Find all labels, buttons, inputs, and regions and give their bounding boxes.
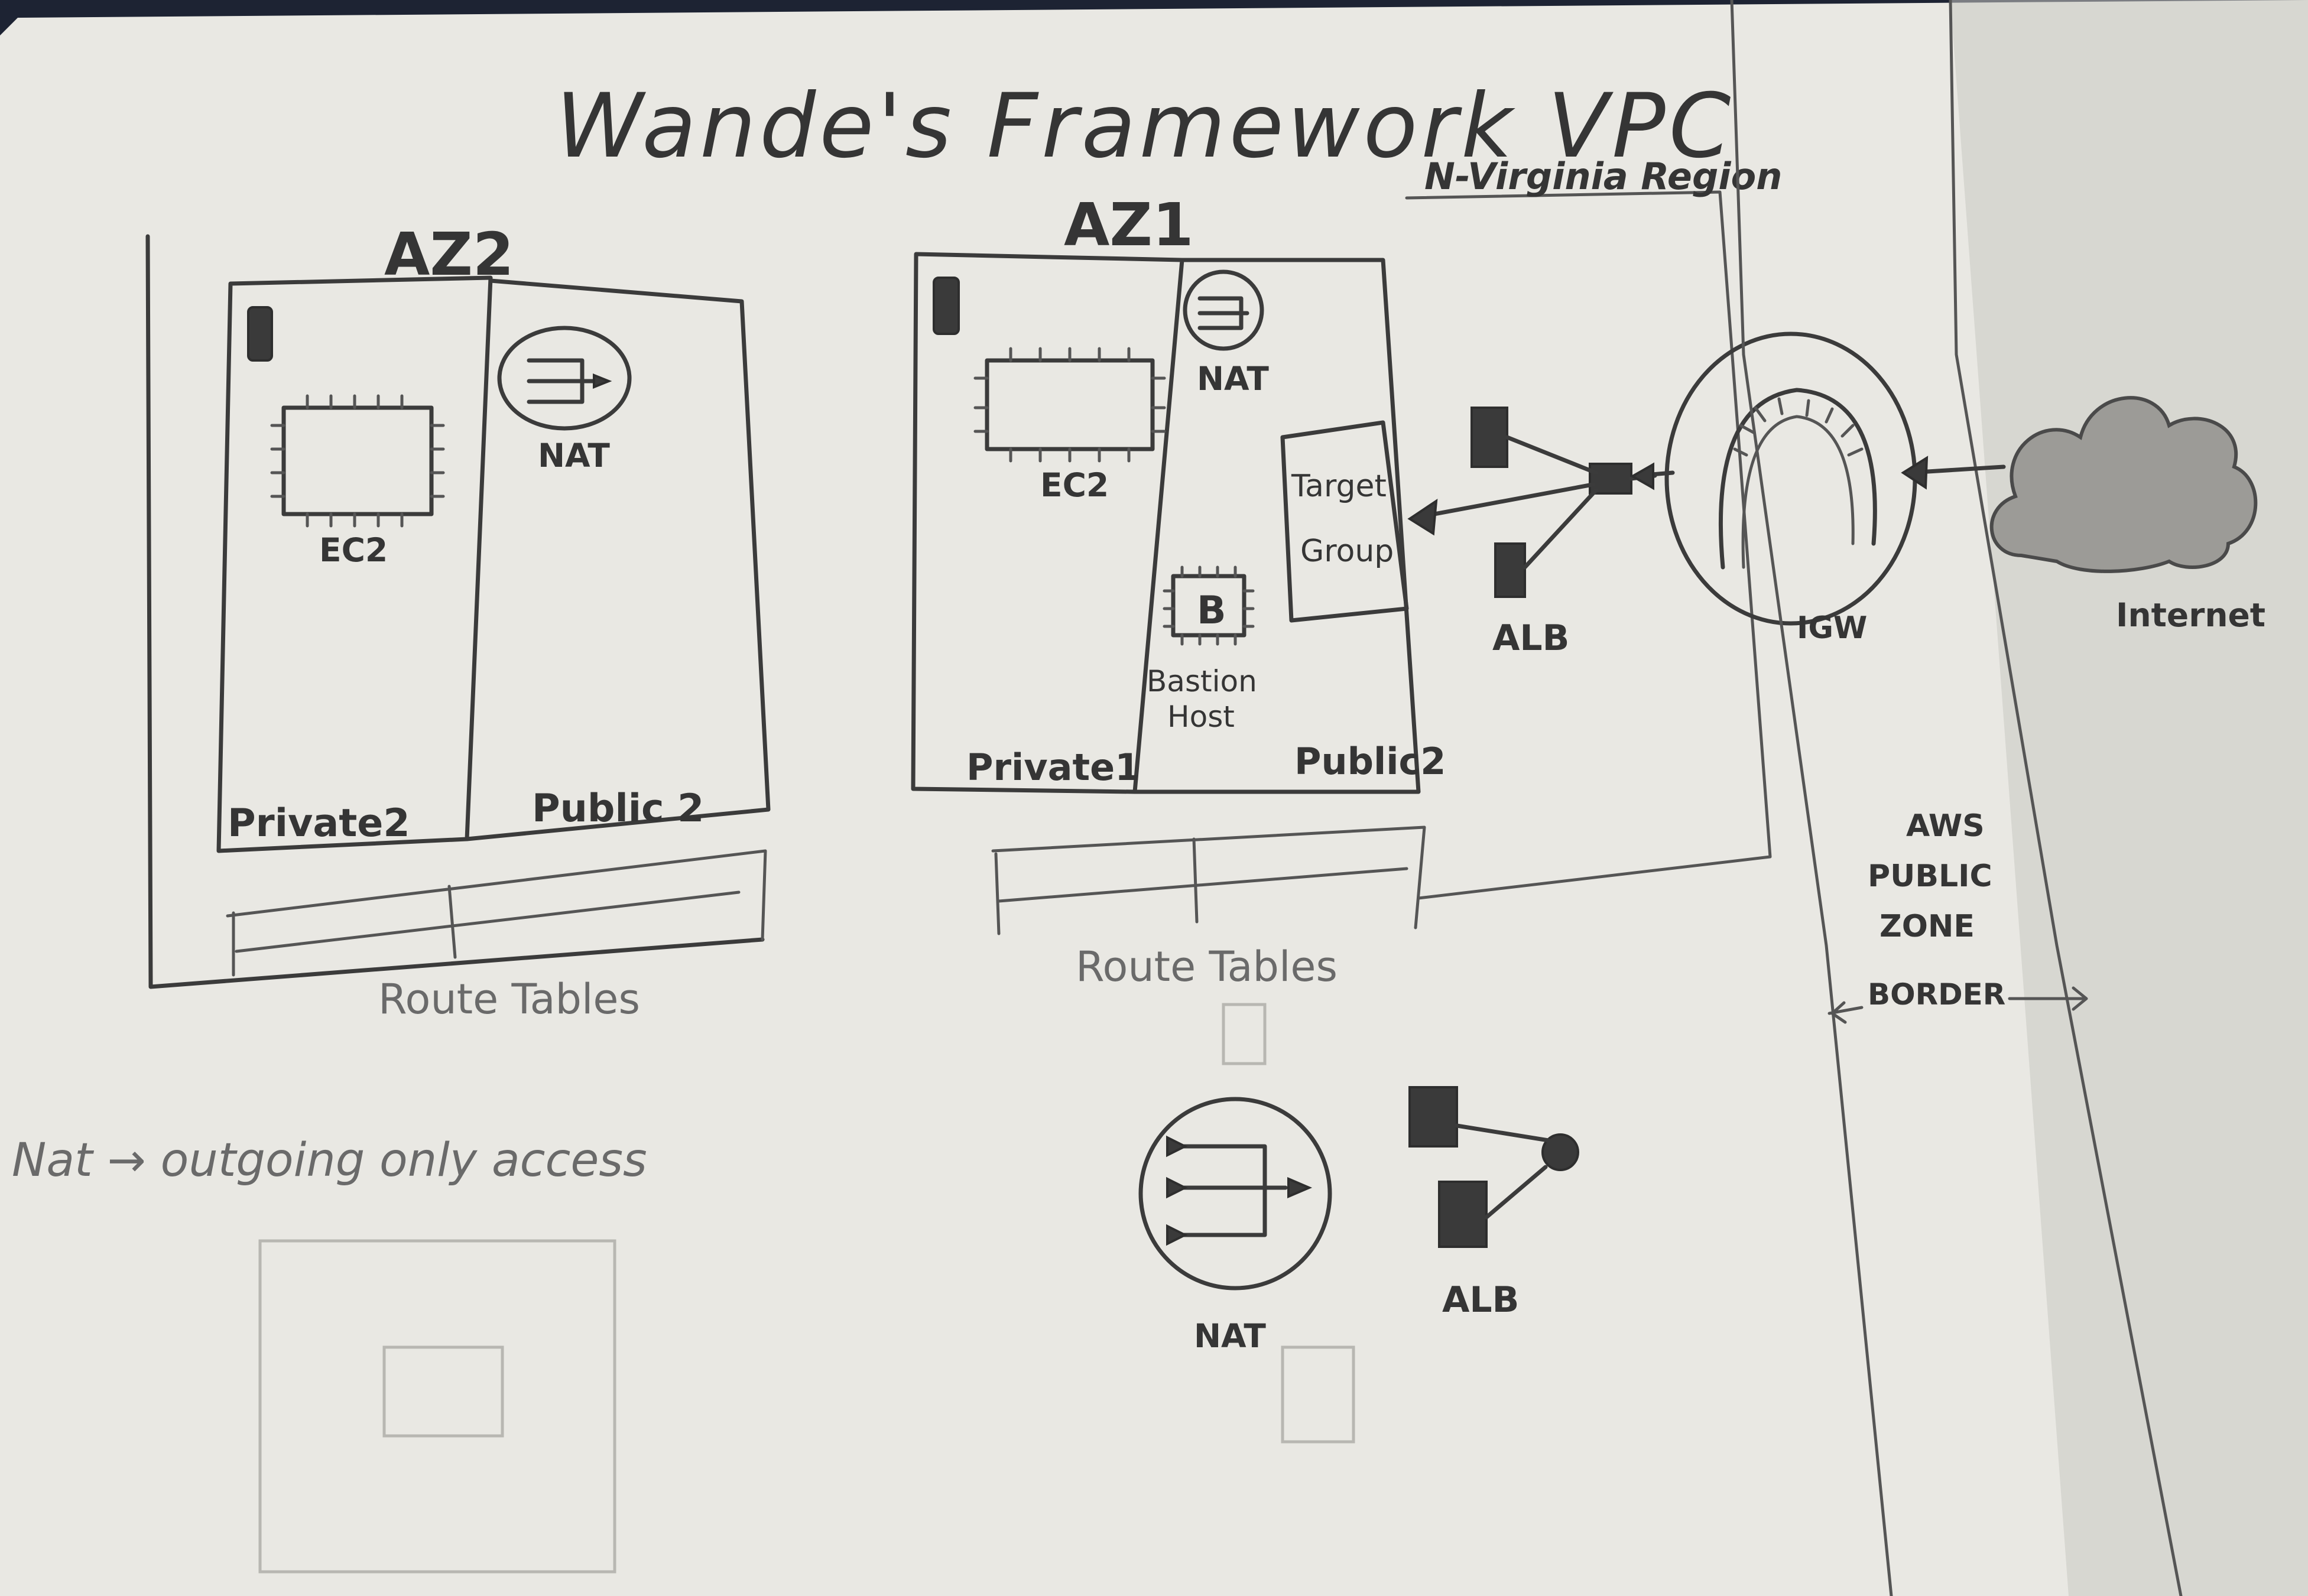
- target-group-box: [1280, 420, 1409, 623]
- bastion-label-line2: Host: [1167, 700, 1235, 734]
- internet-cloud-icon: [1989, 396, 2258, 573]
- region-boundary: [1405, 190, 1772, 900]
- alb-node: ALB: [1471, 407, 1657, 659]
- public-zone-left-boundary: [1730, 0, 1893, 1596]
- ghost-box-2: [382, 1345, 504, 1438]
- az2-route-tables-label: Route Tables: [378, 975, 640, 1023]
- legend-alb-label: ALB: [1442, 1279, 1519, 1321]
- alb-arrow-head-icon: [1629, 462, 1654, 490]
- az2-route-tables: [226, 849, 767, 977]
- ghost-box-3: [1281, 1345, 1355, 1444]
- az1-block: N-Virginia Region AZ1 EC2 NAT B Bastion …: [911, 155, 1782, 991]
- target-group-label-line1: Target: [1291, 469, 1387, 504]
- border-arrow-right: [2008, 986, 2088, 1011]
- ghost-box-4: [1222, 1003, 1267, 1065]
- alb-node-icon-top: [1471, 407, 1508, 468]
- az2-private-subnet-label: Private2: [228, 801, 410, 846]
- legend-nat-label: NAT: [1194, 1317, 1266, 1355]
- target-group-label-line2: Group: [1300, 534, 1394, 569]
- target-arrow-head-icon: [1407, 499, 1438, 536]
- internet-label: Internet: [2116, 596, 2265, 634]
- az1-route-tables: [991, 825, 1426, 935]
- bastion-chip-icon: B: [1163, 565, 1255, 646]
- az2-nat-label: NAT: [538, 437, 610, 474]
- nat-note: Nat → outgoing only access: [12, 1134, 647, 1187]
- legend-alb-icon: [1408, 1086, 1579, 1248]
- alb-to-target-arrow: [1416, 482, 1595, 519]
- az1-private-subnet-label: Private1: [966, 746, 1140, 789]
- az1-instance-icon: [933, 277, 960, 335]
- az1-nat-label: NAT: [1197, 360, 1269, 398]
- border-arrow-left: [1827, 1001, 1864, 1024]
- az2-ec2-label: EC2: [319, 531, 388, 569]
- public-zone-line2: PUBLIC: [1868, 859, 1992, 894]
- public-zone-line1: AWS: [1906, 808, 1985, 844]
- diagram-title: Wande's Framework VPC: [556, 75, 1734, 178]
- az1-public-subnet-label: Public2: [1294, 740, 1446, 783]
- border-label: BORDER: [1868, 977, 2005, 1012]
- az1-ec2-label: EC2: [1040, 466, 1109, 504]
- az1-nat-gateway-icon: [1183, 269, 1264, 351]
- paper-shadow: [1950, 0, 2308, 1596]
- legend-nat-icon: [1138, 1097, 1332, 1291]
- region-label: N-Virginia Region: [1424, 155, 1782, 198]
- az1-label: AZ1: [1064, 190, 1193, 259]
- az2-public-subnet-label: Public 2: [532, 786, 704, 831]
- az2-block: AZ2 EC2 NAT Private2 Public 2 Route Tabl…: [145, 220, 771, 1023]
- ghost-box-1: [258, 1239, 616, 1574]
- bastion-chip-letter: B: [1197, 589, 1226, 633]
- public-zone-line3: ZONE: [1879, 909, 1975, 944]
- alb-label: ALB: [1492, 617, 1569, 659]
- ec2-chip-icon: [270, 394, 445, 528]
- nat-gateway-icon: [497, 326, 632, 431]
- instance-icon: [247, 306, 273, 362]
- az1-route-tables-label: Route Tables: [1076, 942, 1338, 991]
- public-zone-right-boundary: [1949, 0, 2183, 1596]
- bastion-label-line1: Bastion: [1147, 664, 1257, 698]
- igw-arrow-head-icon: [1901, 456, 1929, 490]
- az1-ec2-chip-icon: [973, 347, 1166, 463]
- alb-node-icon-bottom: [1494, 542, 1526, 598]
- igw-label: IGW: [1797, 610, 1867, 646]
